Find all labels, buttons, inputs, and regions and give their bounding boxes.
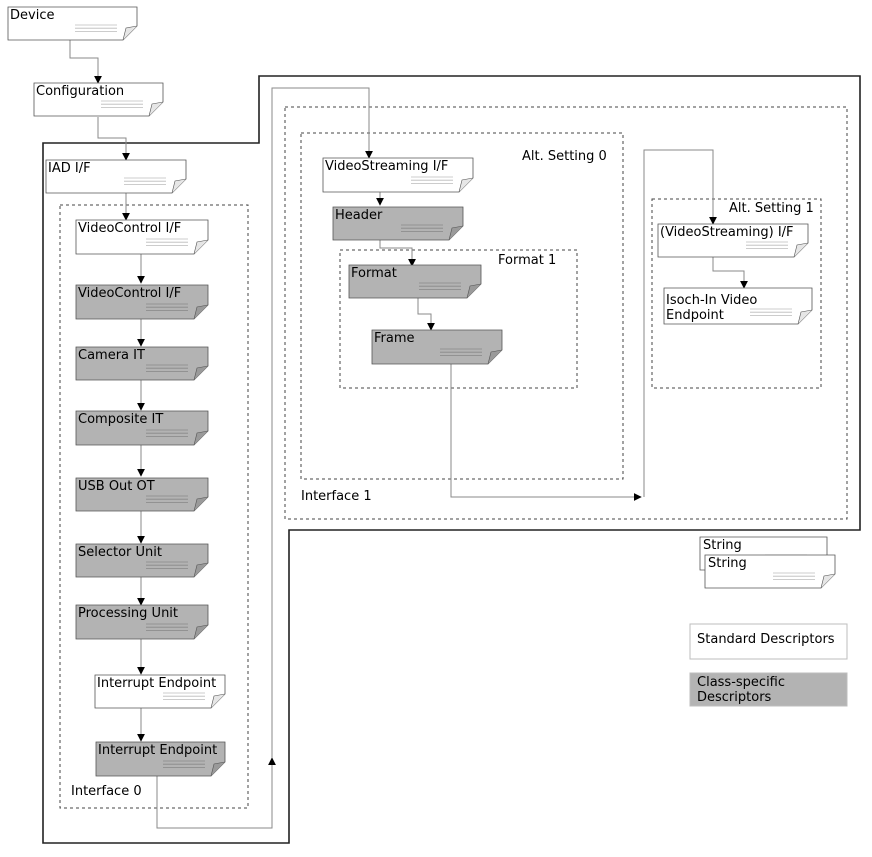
alt1-label: Alt. Setting 1: [729, 201, 814, 216]
alt1-border: [651, 198, 822, 389]
node-format-fold: [466, 283, 482, 299]
node-string-a-label: String: [703, 538, 742, 553]
node-vc-std-label: VideoControl I/F: [78, 221, 182, 236]
iad-association-border: [42, 75, 861, 844]
node-int-ep-std-label: Interrupt Endpoint: [97, 676, 217, 691]
node-vc-std-fold: [193, 239, 209, 255]
interface0-border: [59, 204, 249, 809]
node-camera-it-fold: [193, 365, 209, 381]
node-usb-out-ot-label: USB Out OT: [78, 479, 155, 494]
node-int-ep-cs-fold: [210, 761, 226, 777]
arrow-frame-to-alt1: [450, 364, 642, 501]
node-processing-unit-label: Processing Unit: [78, 606, 179, 621]
node-iad-fold: [171, 178, 187, 194]
node-processing-unit-fold: [193, 624, 209, 640]
arrow-interface1-entry: [271, 87, 373, 758]
arrow-interface0-to-interface1: [156, 757, 276, 829]
arrow-header-to-format: [379, 240, 416, 267]
node-iad-label: IAD I/F: [48, 161, 91, 176]
node-vs-if-fold: [458, 177, 474, 193]
node-header-label: Header: [335, 208, 383, 223]
node-header-fold: [448, 225, 464, 241]
alt0-border: [300, 132, 624, 480]
node-string-b-fold: [820, 573, 836, 589]
arrow-alt1-if-to-isoch: [712, 257, 748, 289]
legend-class-swatch: [689, 672, 848, 707]
arrow-alt1-entry: [643, 149, 717, 497]
arrow-device-to-configuration: [69, 40, 102, 84]
interface1-border: [284, 106, 848, 520]
node-int-ep-cs-label: Interrupt Endpoint: [98, 743, 218, 758]
node-vs-alt1-if-fold: [793, 242, 809, 258]
node-selector-unit-label: Selector Unit: [78, 545, 162, 560]
node-string-b-label: String: [708, 556, 747, 571]
node-configuration-fold: [148, 101, 164, 117]
node-format-label: Format: [351, 266, 397, 281]
format1-label: Format 1: [498, 253, 557, 268]
legend-standard-swatch: [689, 623, 848, 660]
node-vc-cs-label: VideoControl I/F: [78, 286, 182, 301]
format1-border: [339, 249, 578, 389]
arrow-format-to-frame: [417, 298, 435, 331]
node-frame-fold: [487, 349, 503, 365]
node-vc-cs-fold: [193, 304, 209, 320]
node-composite-it-fold: [193, 430, 209, 446]
node-device-label: Device: [10, 8, 55, 23]
node-configuration-label: Configuration: [36, 84, 125, 99]
interface1-label: Interface 1: [301, 489, 372, 504]
node-usb-out-ot-fold: [193, 496, 209, 512]
node-vs-alt1-if-label: (VideoStreaming) I/F: [660, 225, 794, 240]
interface0-label: Interface 0: [71, 784, 142, 799]
node-composite-it-label: Composite IT: [78, 412, 164, 427]
arrow-configuration-to-iad: [97, 117, 130, 161]
node-isoch-ep-fold: [797, 309, 813, 325]
node-camera-it-label: Camera IT: [78, 348, 145, 363]
node-device-fold: [122, 25, 138, 41]
legend-standard-label: Standard Descriptors: [697, 632, 835, 647]
node-int-ep-std-fold: [210, 693, 226, 709]
node-vs-if-label: VideoStreaming I/F: [325, 159, 449, 174]
alt0-label: Alt. Setting 0: [522, 149, 607, 164]
node-selector-unit-fold: [193, 562, 209, 578]
node-frame-label: Frame: [374, 331, 415, 346]
